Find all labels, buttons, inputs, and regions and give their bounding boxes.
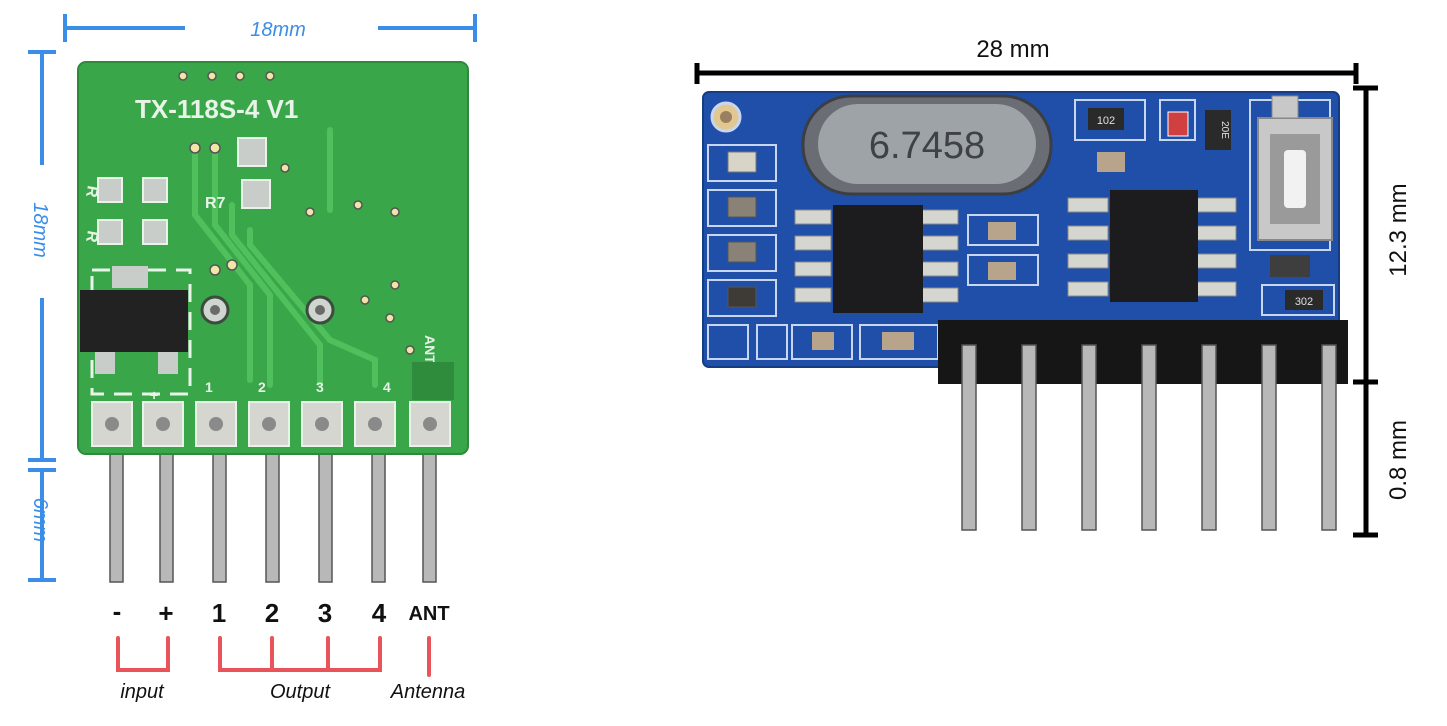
tx-vias: [178, 71, 415, 355]
tx-mounting-holes: [200, 295, 335, 325]
tx-silk-plus: +: [150, 387, 158, 403]
tx-silk-pin-2: 2: [258, 379, 266, 395]
tx-pin-ant-label: ANT: [408, 603, 449, 625]
tx-silk-r-top: R: [82, 184, 101, 199]
transmitter-module: 18mm 18mm 6mm: [28, 14, 477, 703]
tx-pin-minus-label: -: [113, 596, 122, 626]
rx-resistor-102-label: 102: [1097, 115, 1115, 127]
tx-width-label: 18mm: [250, 19, 306, 41]
rx-mount-via: [710, 101, 742, 133]
rx-height-label: 12.3 mm: [1385, 183, 1412, 276]
tx-group-input-label: input: [120, 681, 165, 703]
rx-cap-label: 20E: [1219, 121, 1230, 139]
tx-silk-pin-3: 3: [316, 379, 324, 395]
tx-silk-pin-4: 4: [383, 379, 391, 395]
tx-group-brackets: [116, 636, 431, 677]
tx-header-pads: [91, 401, 451, 447]
tx-pin-4-label: 4: [372, 598, 387, 628]
tx-width-dimension: [63, 14, 477, 42]
tx-pin-3-label: 3: [318, 598, 332, 628]
rx-resistor-302-label: 302: [1295, 296, 1313, 308]
tx-silk-pin-1: 1: [205, 379, 213, 395]
rx-pin-length-label: 0.8 mm: [1385, 420, 1412, 500]
rx-height-dimension: [1353, 85, 1378, 538]
tx-pin-plus-label: +: [158, 598, 173, 628]
tx-group-output-label: Output: [270, 681, 331, 703]
tx-resistor-label: R7: [205, 195, 226, 212]
tx-group-antenna-label: Antenna: [390, 681, 466, 703]
rx-smd-components: 102 20E 302: [727, 108, 1323, 350]
rx-crystal: 6.7458: [801, 94, 1053, 196]
tx-pin-length-label: 6mm: [29, 498, 51, 542]
rx-ic-left: [794, 205, 959, 313]
tx-silk-pin-numbers: + 1 2 3 4: [150, 379, 391, 403]
tx-regulator: [80, 266, 192, 396]
tx-height-label: 18mm: [29, 202, 51, 258]
rx-push-button: [1257, 95, 1333, 241]
receiver-module: 28 mm 12.3 mm 0.8 mm: [694, 36, 1412, 538]
rx-crystal-label: 6.7458: [869, 125, 985, 167]
tx-antenna-pad: [412, 362, 454, 400]
tx-traces: [192, 127, 378, 388]
tx-silk-r-bottom: R: [82, 229, 101, 244]
rx-width-dimension: [694, 63, 1359, 84]
tx-board-label: TX-118S-4 V1: [135, 94, 298, 124]
tx-pin-labels: - + 1 2 3 4 ANT: [113, 596, 450, 628]
tx-pin-2-label: 2: [265, 598, 279, 628]
tx-pin-1-label: 1: [212, 598, 226, 628]
rx-pin-header: [938, 320, 1348, 531]
rx-ic-right: [1067, 190, 1237, 302]
tx-pins: [109, 449, 437, 583]
rx-width-label: 28 mm: [976, 36, 1049, 63]
tx-silk-ant: ANT: [422, 335, 438, 364]
tx-height-dimension: [28, 50, 56, 582]
tx-smd-pads: [97, 137, 271, 245]
